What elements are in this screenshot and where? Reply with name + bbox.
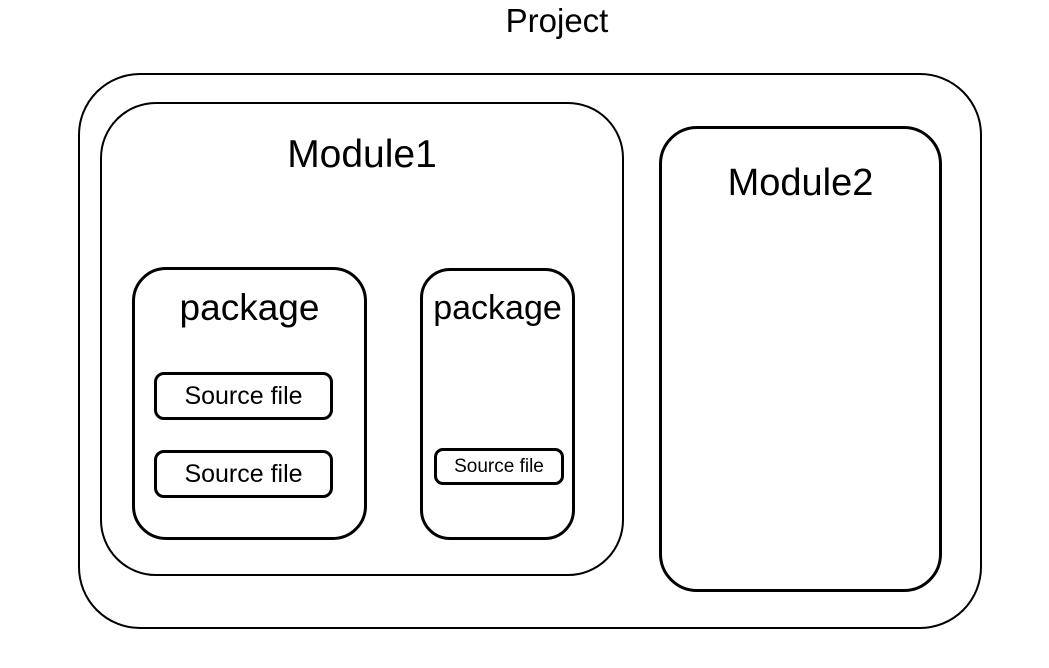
package2-label: package (433, 289, 562, 327)
module2-label: Module2 (727, 162, 874, 204)
project-container: Module1 package Source file Source file … (78, 73, 982, 629)
package2-box: package Source file (420, 268, 575, 540)
module1-box: Module1 package Source file Source file … (100, 102, 624, 576)
module1-label: Module1 (287, 133, 437, 176)
source-file-label: Source file (184, 459, 303, 488)
module2-box: Module2 (659, 126, 942, 592)
package1-label: package (179, 287, 320, 328)
source-file-box: Source file (434, 448, 564, 485)
source-file-label: Source file (184, 381, 303, 410)
source-file-box: Source file (154, 450, 333, 498)
source-file-box: Source file (154, 372, 333, 420)
project-title: Project (505, 2, 609, 39)
package1-box: package Source file Source file (132, 267, 367, 540)
source-file-label: Source file (454, 455, 544, 477)
